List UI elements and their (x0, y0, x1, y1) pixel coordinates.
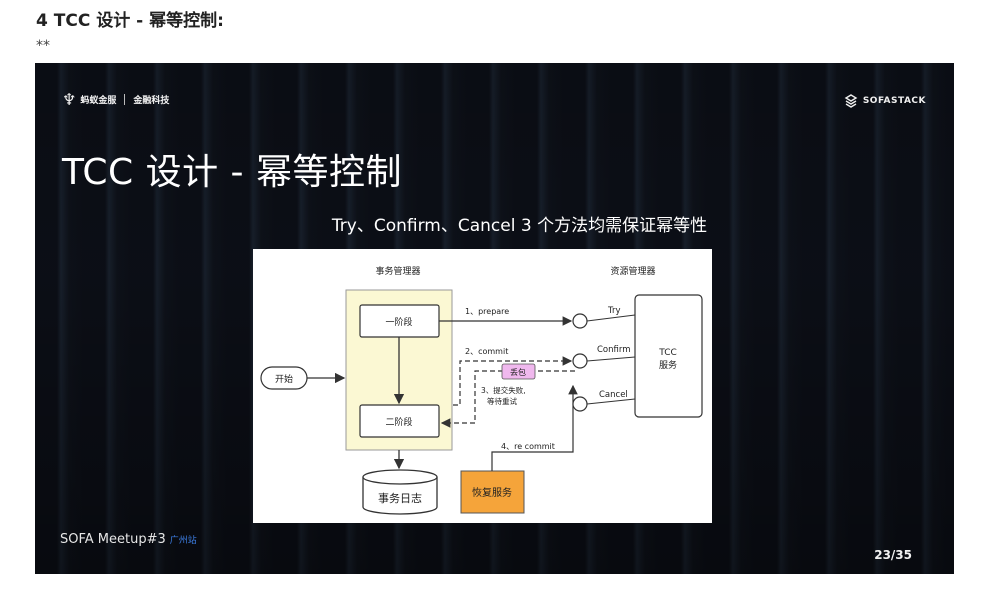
logo-brand-text: 蚂蚁金服 (80, 96, 117, 106)
tcc-service-line1: TCC (658, 348, 677, 358)
sofastack-icon (844, 94, 858, 108)
slide: ♆ 蚂蚁金服 金融科技 SOFASTACK TCC 设计 - 幂等控制 Try、… (35, 63, 954, 574)
ant-financial-logo: ♆ 蚂蚁金服 金融科技 (62, 90, 169, 109)
step2-label: 2、commit (465, 347, 508, 356)
try-connector (586, 314, 636, 322)
phase2-box (359, 404, 440, 438)
tcc-diagram-svg: 事务管理器 资源管理器 一阶段 二阶段 开始 事务日志 恢复服务 4、re co… (260, 265, 703, 515)
commit-arrow (453, 356, 573, 406)
ant-icon: ♆ (62, 90, 77, 109)
confirm-port (572, 353, 588, 369)
sofastack-logo: SOFASTACK (844, 94, 926, 108)
tcc-service-line2: 服务 (659, 359, 677, 371)
confirm-label: Confirm (597, 345, 631, 355)
slide-title: TCC 设计 - 幂等控制 (62, 152, 402, 193)
tcc-service-box (634, 294, 703, 418)
cancel-connector (586, 398, 636, 405)
logo-divider (124, 94, 126, 105)
log-label: 事务日志 (378, 492, 422, 505)
logo-brand-text-2: 金融科技 (133, 96, 170, 106)
recommit-arrow (491, 384, 578, 471)
doc-heading: 4 TCC 设计 - 幂等控制: (36, 11, 224, 31)
sofastack-wordmark: SOFASTACK (862, 96, 926, 106)
log-cylinder (362, 477, 438, 515)
step4-label: 4、re commit (501, 442, 555, 451)
start-label: 开始 (275, 373, 293, 385)
recovery-label: 恢复服务 (472, 486, 512, 499)
cancel-port (572, 396, 588, 412)
step3-line2: 等待重试 (487, 396, 517, 406)
log-cylinder-top (362, 469, 438, 485)
cancel-label: Cancel (599, 390, 628, 400)
tcc-diagram: 事务管理器 资源管理器 一阶段 二阶段 开始 事务日志 恢复服务 4、re co… (253, 249, 712, 523)
phase2-label: 二阶段 (385, 416, 412, 428)
try-port (572, 313, 588, 329)
recovery-box (460, 470, 525, 514)
tm-header: 事务管理器 (375, 265, 420, 277)
doc-stars: ** (36, 38, 50, 54)
step1-label: 1、prepare (465, 307, 509, 316)
page-number: 23/35 (874, 548, 912, 562)
footer-city: 广州站 (169, 536, 197, 546)
rm-header: 资源管理器 (610, 265, 655, 277)
step3-line1: 3、提交失败, (481, 385, 526, 395)
try-label: Try (607, 306, 620, 316)
confirm-connector (586, 356, 636, 362)
slide-subtitle: Try、Confirm、Cancel 3 个方法均需保证幂等性 (331, 216, 708, 236)
phase1-label: 一阶段 (385, 316, 412, 328)
lost-packet-badge (501, 363, 536, 380)
footer-event: SOFA Meetup#3 (60, 532, 166, 547)
lost-packet-label: 丢包 (510, 367, 526, 377)
